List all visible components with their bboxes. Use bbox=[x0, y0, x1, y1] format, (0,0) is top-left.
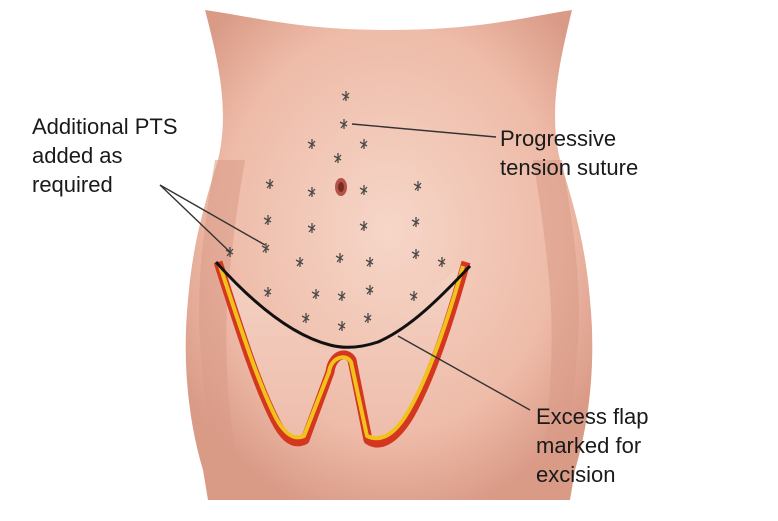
suture-mark bbox=[337, 291, 346, 301]
leader-excess bbox=[397, 335, 531, 411]
leader-additional-2 bbox=[159, 184, 266, 246]
suture-mark bbox=[359, 139, 368, 149]
suture-mark bbox=[295, 257, 304, 267]
progressive-tension-sutures bbox=[225, 91, 446, 331]
suture-mark bbox=[365, 285, 374, 295]
incision-line bbox=[214, 260, 472, 349]
suture-mark bbox=[307, 139, 316, 149]
suture-mark bbox=[413, 181, 422, 191]
suture-mark bbox=[335, 253, 344, 263]
umbilicus-inner bbox=[338, 182, 344, 192]
suture-mark bbox=[409, 291, 418, 301]
leader-progressive bbox=[351, 123, 497, 138]
label-excess-flap: Excess flap marked for excision bbox=[536, 404, 649, 487]
right-flank-shading bbox=[533, 160, 579, 480]
leader-additional-1 bbox=[159, 184, 231, 253]
left-flank-shading bbox=[199, 160, 245, 480]
suture-mark bbox=[365, 257, 374, 267]
suture-mark bbox=[339, 119, 348, 129]
label-progressive-tension-suture: Progressive tension suture bbox=[500, 126, 639, 180]
suture-mark bbox=[337, 321, 346, 331]
suture-mark bbox=[363, 313, 372, 323]
cut-edge-yellow bbox=[218, 265, 465, 441]
suture-mark bbox=[307, 223, 316, 233]
suture-mark bbox=[359, 185, 368, 195]
suture-mark bbox=[437, 257, 446, 267]
suture-mark bbox=[333, 153, 342, 163]
suture-mark bbox=[341, 91, 350, 101]
suture-mark bbox=[411, 217, 420, 227]
suture-mark bbox=[411, 249, 420, 259]
label-additional-pts: Additional PTS added as required bbox=[32, 114, 178, 197]
suture-mark bbox=[311, 289, 320, 299]
suture-mark bbox=[263, 215, 272, 225]
suture-mark bbox=[301, 313, 310, 323]
suture-mark bbox=[359, 221, 368, 231]
suture-mark bbox=[261, 243, 270, 253]
suture-mark bbox=[265, 179, 274, 189]
suture-mark bbox=[307, 187, 316, 197]
suture-mark bbox=[263, 287, 272, 297]
